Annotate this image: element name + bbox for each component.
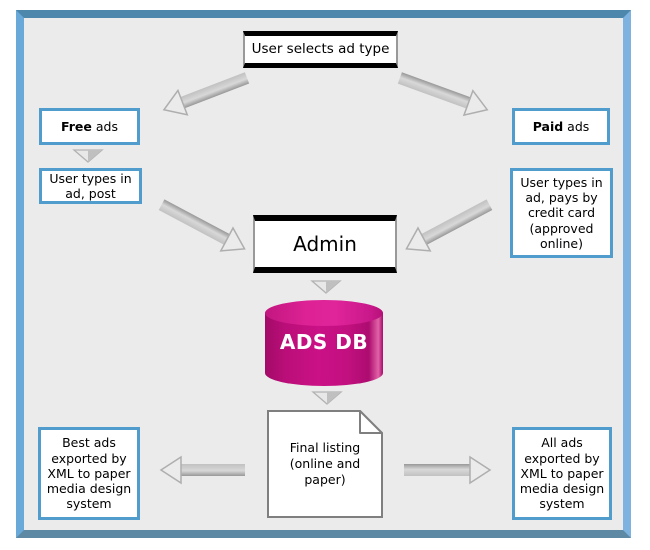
arrow-select-to-free-icon (162, 72, 250, 116)
node-label-rest: ads (91, 118, 118, 134)
node-paid-ads: Paid ads (512, 108, 610, 145)
arrow-admin-to-db-icon (310, 280, 342, 294)
node-final-listing-label: Final listing (online and paper) (289, 440, 361, 487)
node-user-selects-ad-type: User selects ad type (243, 31, 398, 68)
node-label: ADS DB (279, 330, 369, 354)
arrow-db-to-final-icon (311, 391, 343, 405)
arrow-free-to-freesub-icon (72, 149, 104, 163)
node-label: User types in ad, post (49, 170, 132, 201)
node-final-listing-document (267, 410, 383, 518)
arrow-final-to-best-icon (159, 455, 245, 485)
node-ads-db-cylinder: ADS DB (265, 300, 383, 392)
arrow-freesub-to-admin-icon (158, 199, 246, 252)
node-label-bold: Paid (532, 118, 564, 134)
node-label: Best ads exported by XML to paper media … (46, 435, 132, 512)
node-label: Free ads (61, 119, 118, 134)
node-label: User types in ad, pays by credit card (a… (520, 174, 603, 251)
node-label: All ads exported by XML to paper media d… (519, 435, 605, 512)
node-label: User selects ad type (251, 41, 390, 58)
node-user-types-post: User types in ad, post (39, 168, 142, 204)
node-best-ads-export: Best ads exported by XML to paper media … (38, 427, 140, 520)
node-user-types-pays: User types in ad, pays by credit card (a… (510, 168, 613, 258)
arrow-select-to-paid-icon (397, 72, 489, 117)
node-admin: Admin (253, 215, 397, 273)
node-free-ads: Free ads (39, 108, 140, 145)
node-label: Paid ads (533, 119, 590, 134)
arrow-final-to-all-icon (404, 455, 492, 485)
node-label: Admin (293, 231, 357, 256)
arrow-paidsub-to-admin-icon (405, 199, 493, 252)
node-all-ads-export: All ads exported by XML to paper media d… (512, 427, 612, 520)
cylinder-top (265, 300, 383, 326)
node-label-bold: Free (61, 118, 92, 134)
node-label-rest: ads (563, 118, 590, 134)
